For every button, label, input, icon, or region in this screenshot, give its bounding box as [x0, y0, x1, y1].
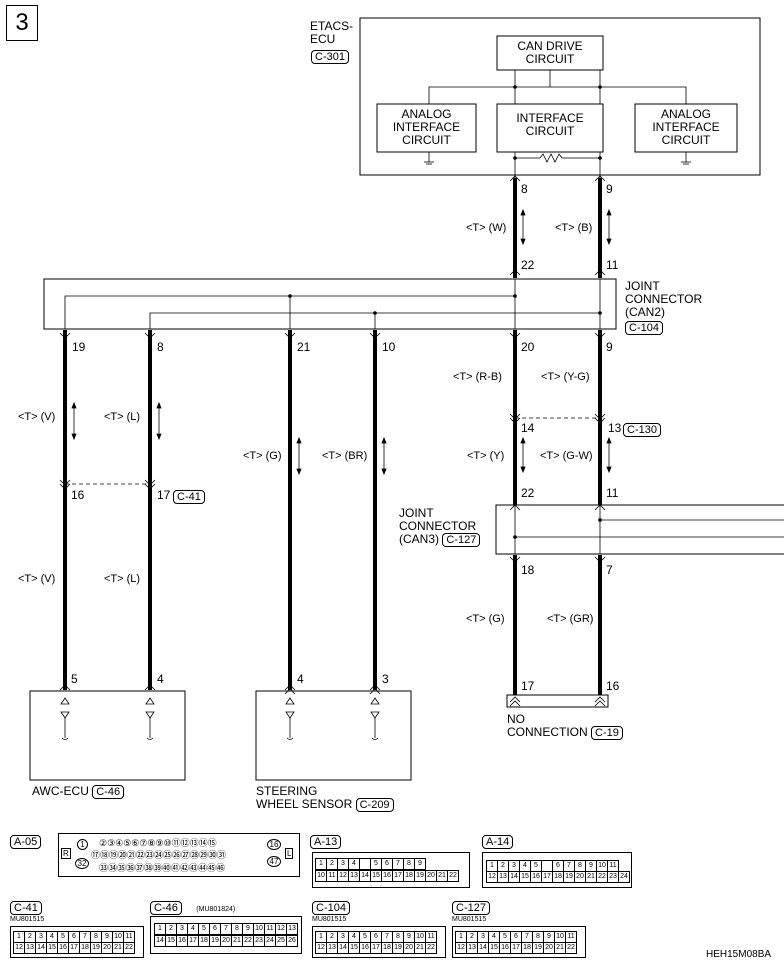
connector-a05-body: R 1 32 ②③④⑤⑥⑦⑧⑨⑩⑪⑫⑬⑭⑮ ⑰⑱⑲⑳㉑㉒㉓㉔㉕㉖㉗㉘㉙㉚㉛ ㉝㉞…	[58, 833, 300, 877]
connector-a05: A-05	[10, 832, 42, 850]
wire-label-b: <T> (B)	[555, 222, 593, 234]
pin-etacs-9: 9	[606, 182, 613, 196]
wire-label-g2: <T> (G)	[466, 613, 505, 625]
wire-label-w: <T> (W)	[466, 222, 507, 234]
connector-a14: A-14	[482, 832, 514, 850]
pin-can2-9: 9	[606, 340, 613, 354]
page-number: 3	[6, 5, 38, 41]
connector-pin: 9	[414, 858, 426, 870]
pin-can3-18: 18	[521, 563, 535, 577]
connector-pin: 24	[618, 871, 630, 883]
pin-c19-17: 17	[521, 679, 535, 693]
connector-pin: 26	[286, 935, 298, 947]
pin-c130-14: 14	[521, 421, 535, 435]
connector-c104: C-104 MU801515	[312, 898, 350, 923]
pin-can2-10: 10	[382, 340, 396, 354]
etacs-label-line2: ECU	[310, 32, 336, 46]
pin-can2-8: 8	[157, 340, 164, 354]
pin-can3-22: 22	[521, 486, 535, 500]
connector-c46: C-46 (MU801824)	[150, 898, 235, 916]
pin-awc-4: 4	[157, 672, 164, 686]
pin-can3-11: 11	[606, 486, 619, 500]
wire-label-rb: <T> (R-B)	[453, 371, 502, 383]
awc-ecu-label: AWC-ECU C-46	[32, 785, 125, 799]
pin-can2-20: 20	[521, 340, 535, 354]
connector-pin: 22	[123, 942, 135, 954]
pin-can2-11: 11	[606, 258, 619, 272]
connector-pin: 22	[425, 942, 437, 954]
pin-c19-16: 16	[606, 679, 620, 693]
pin-c41-16: 16	[71, 488, 85, 502]
connector-a13: A-13	[310, 832, 342, 850]
connector-c127: C-127 MU801515	[452, 898, 490, 923]
pin-awc-5: 5	[71, 672, 78, 686]
etacs-connector-ref: C-301	[311, 47, 349, 65]
pin-sws-4: 4	[297, 672, 304, 686]
c41-connector-ref: C-41	[173, 487, 205, 505]
wire-label-v2: <T> (V)	[18, 573, 56, 585]
steering-wheel-sensor-label: STEERING WHEEL SENSOR C-209	[256, 785, 394, 812]
connector-c41: C-41 MU801515	[10, 901, 45, 923]
pin-can2-22: 22	[521, 258, 535, 272]
wire-label-v: <T> (V)	[18, 411, 56, 423]
c130-connector-ref: C-130	[623, 420, 661, 438]
no-connection-label: NO CONNECTION C-19	[507, 713, 623, 740]
pin-c130-13: 13	[608, 421, 622, 435]
wire-label-gr: <T> (GR)	[547, 613, 594, 625]
pin-etacs-8: 8	[521, 182, 528, 196]
wire-label-y: <T> (Y)	[467, 450, 505, 462]
pin-can2-19: 19	[72, 340, 86, 354]
connector-pin: 13	[286, 923, 298, 935]
connector-pin: 22	[565, 942, 577, 954]
wire-label-l: <T> (L)	[104, 411, 141, 423]
pin-can3-7: 7	[606, 563, 613, 577]
pin-sws-3: 3	[382, 672, 389, 686]
etacs-label-line1: ETACS-	[310, 19, 354, 33]
footer-code: HEH15M08BA	[706, 949, 772, 960]
wire-label-gw: <T> (G-W)	[540, 450, 593, 462]
wire-label-g: <T> (G)	[243, 450, 282, 462]
pin-can2-21: 21	[297, 340, 311, 354]
wire-label-yg: <T> (Y-G)	[541, 371, 590, 383]
wire-label-br: <T> (BR)	[322, 450, 368, 462]
wire-label-l2: <T> (L)	[104, 573, 141, 585]
pin-c41-17: 17	[157, 488, 171, 502]
connector-pin: 22	[447, 870, 459, 882]
